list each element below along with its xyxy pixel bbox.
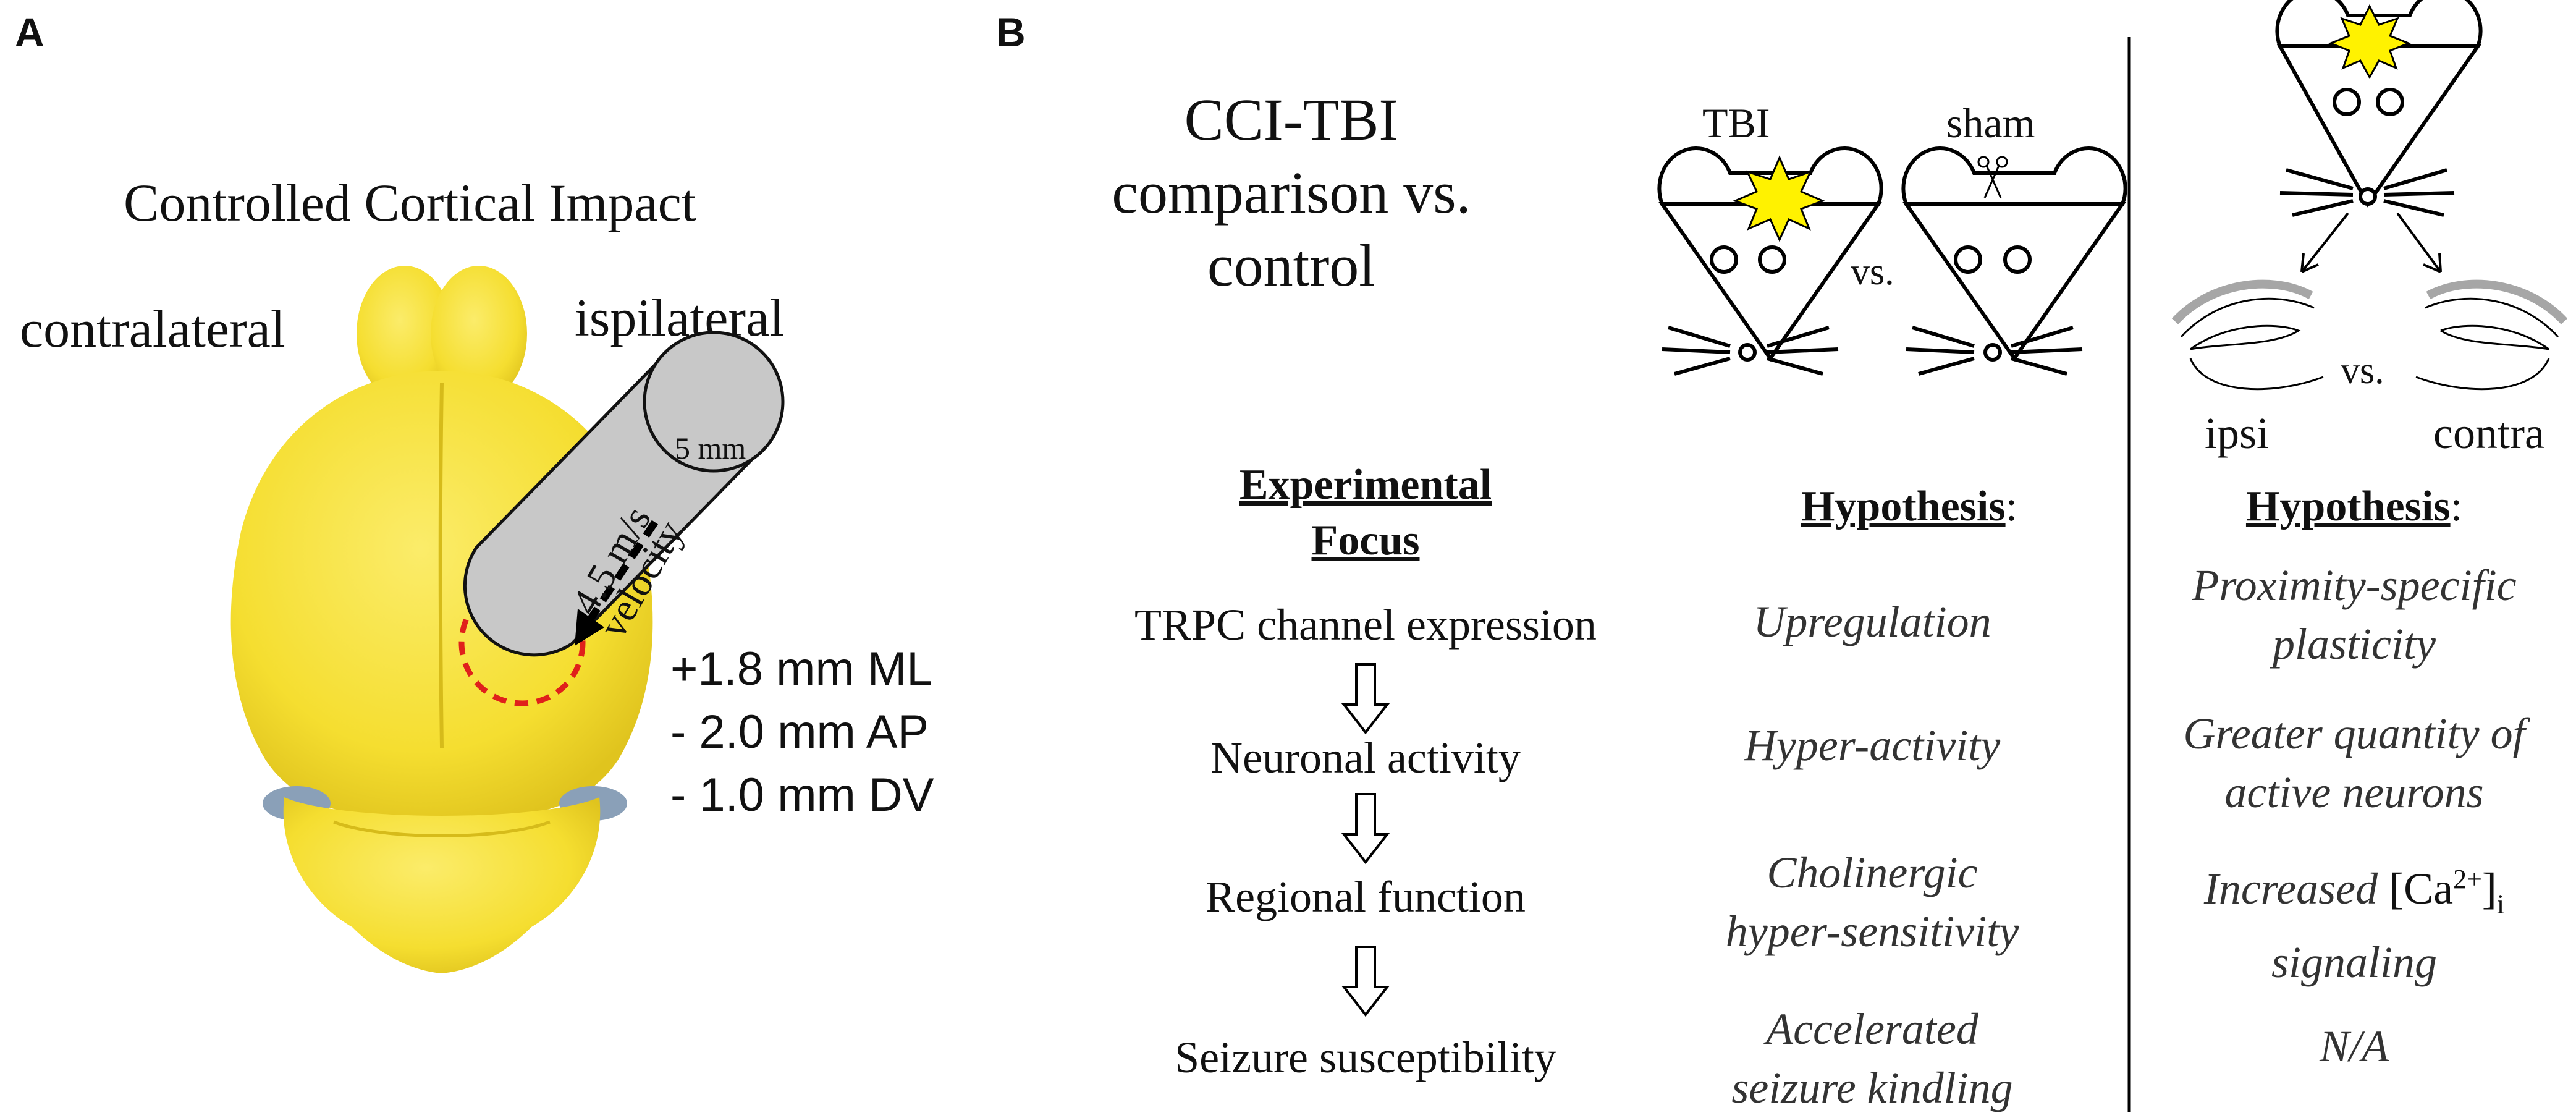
sham-mouse [1901, 146, 2127, 376]
flow-arrows [1341, 663, 1390, 1017]
hypothesis-tbi-4: Accelerated seizure kindling [1731, 1004, 2013, 1112]
contralateral-label: contralateral [20, 299, 285, 358]
impact-burst-side [2328, 4, 2412, 80]
title-line-3: control [1207, 232, 1375, 299]
panel-a-letter: A [15, 9, 44, 55]
impactor-probe [463, 331, 785, 657]
impactor-diameter-label: 5 mm [675, 431, 746, 465]
brain-illustration [230, 266, 785, 973]
hippocampus-ipsi [2171, 279, 2324, 391]
scissors-icon [1977, 156, 2008, 198]
olfactory-bulbs [357, 266, 527, 402]
title-line-2: comparison vs. [1112, 159, 1471, 226]
hypothesis-side-3: Increased [Ca2+]i signaling [2203, 864, 2505, 988]
vs-label-hippocampus: vs. [2341, 350, 2384, 392]
title-line-1: CCI-TBI [1184, 87, 1399, 153]
tbi-mouse [1657, 146, 1883, 376]
focus-item-1: TRPC channel expression [1134, 600, 1597, 650]
hypothesis-side-4: N/A [2319, 1022, 2389, 1071]
sham-label: sham [1946, 100, 2035, 146]
panel-b-title: CCI-TBI comparison vs. control [1106, 83, 1477, 302]
impact-burst-tbi [1732, 155, 1826, 242]
focus-item-2: Neuronal activity [1210, 733, 1521, 782]
velocity-arrow [584, 520, 658, 627]
impact-site [458, 579, 586, 706]
hypothesis-header-side: Hypothesis: [2245, 483, 2463, 530]
hippocampus-contra [2415, 279, 2568, 391]
coord-ap: - 2.0 mm AP [670, 706, 929, 758]
coord-dv: - 1.0 mm DV [670, 769, 934, 821]
panel-b-letter: B [996, 9, 1026, 55]
focus-item-3: Regional function [1206, 872, 1526, 921]
stereotaxic-coordinates: +1.8 mm ML - 2.0 mm AP - 1.0 mm DV [670, 638, 934, 827]
hypothesis-tbi-2: Hyper-activity [1744, 721, 2001, 770]
hypothesis-tbi-3: Cholinergic hyper-sensitivity [1725, 848, 2019, 956]
hypothesis-header-tbi: Hypothesis: [1801, 483, 2018, 530]
down-arrow-icon [1341, 793, 1390, 865]
contra-label: contra [2433, 409, 2544, 458]
ipsi-label: ipsi [2205, 409, 2270, 458]
hypothesis-side-2: Greater quantity of active neurons [2183, 709, 2525, 817]
ipsilateral-label: ispilateral [575, 288, 785, 347]
cerebellum [283, 797, 601, 973]
side-mouse [2171, 0, 2568, 391]
experimental-focus-header: Experimental Focus [1239, 461, 1492, 564]
hypothesis-tbi-1: Upregulation [1753, 597, 1991, 646]
coord-ml: +1.8 mm ML [670, 643, 933, 695]
focus-item-4: Seizure susceptibility [1175, 1033, 1556, 1082]
midline-fissure [438, 383, 444, 748]
tbi-label: TBI [1702, 100, 1770, 146]
down-arrow-icon [1341, 946, 1390, 1017]
hypothesis-side-1: Proximity-specific plasticity [2192, 561, 2517, 669]
vs-label-mice: vs. [1851, 251, 1894, 293]
impactor-tip [643, 331, 785, 473]
down-arrow-icon [1341, 663, 1390, 735]
panel-a-title: Controlled Cortical Impact [124, 173, 696, 232]
